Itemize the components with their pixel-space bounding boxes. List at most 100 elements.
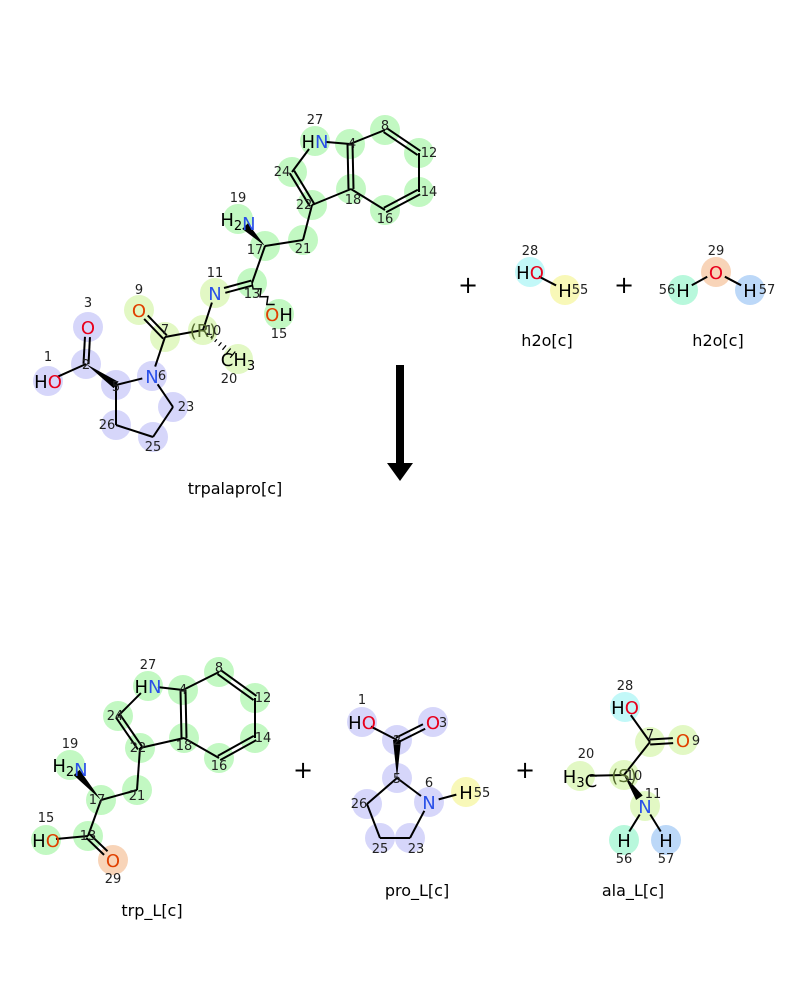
bond-ala-7-9-2 xyxy=(649,737,673,741)
atom-index-trp-19: 19 xyxy=(62,737,79,752)
atom-label-ala-10: (S) xyxy=(611,766,636,787)
bond-trpalapro-4-8 xyxy=(349,129,386,145)
atom-index-trpalapro-8: 8 xyxy=(381,119,389,134)
atom-index-pro-25: 25 xyxy=(372,842,389,857)
bond-trpalapro-16-18 xyxy=(350,188,386,211)
atom-label-h2o_b-29: O xyxy=(709,263,723,284)
bond-trpalapro-10-20 xyxy=(206,332,236,359)
molecule-name-pro: pro_L[c] xyxy=(385,881,449,901)
atom-index-trp-18: 18 xyxy=(176,739,193,754)
atom-index-trpalapro-23: 23 xyxy=(178,400,195,415)
atom-label-trpalapro-3: O xyxy=(81,318,95,339)
bond-trp-16-18 xyxy=(183,737,220,759)
bond-trpalapro-7-10 xyxy=(164,329,204,338)
atom-index-ala-56: 56 xyxy=(616,852,633,867)
atom-index-trpalapro-20: 20 xyxy=(221,372,238,387)
atom-index-trpalapro-9: 9 xyxy=(135,283,143,298)
atom-index-trpalapro-11: 11 xyxy=(207,266,224,281)
molecule-name-h2o-1: h2o[c] xyxy=(521,331,572,350)
plus-sign: + xyxy=(515,756,535,784)
bond-trpalapro-18-22 xyxy=(311,188,352,206)
atom-index-h2o_a-55: 55 xyxy=(572,283,589,298)
atom-index-trp-17: 17 xyxy=(89,793,106,808)
atom-highlight-trpalapro-20 xyxy=(223,344,253,374)
bond-ala-11-56 xyxy=(628,813,641,833)
atom-label-trpalapro-20: CH3 xyxy=(221,350,255,374)
bond-trpalapro-14-16-2 xyxy=(385,193,421,214)
bond-trpalapro-25-26 xyxy=(115,424,154,438)
atom-index-ala-7: 7 xyxy=(646,728,654,743)
bond-pro-2-3 xyxy=(397,727,426,744)
atom-highlight-h2o_a-28 xyxy=(515,257,545,287)
hash-mark xyxy=(221,345,227,351)
hash-mark xyxy=(225,348,232,355)
atom-index-ala-57: 57 xyxy=(658,852,675,867)
bond-trp-13-29 xyxy=(85,837,105,856)
bond-trp-14-16 xyxy=(217,734,255,757)
bond-trpalapro-6-23 xyxy=(156,383,174,408)
atom-index-trpalapro-3: 3 xyxy=(84,296,92,311)
bond-trpalapro-27-4 xyxy=(324,140,351,145)
bond-h2o_a-28-55 xyxy=(538,275,557,287)
atom-index-pro-3: 3 xyxy=(439,716,447,731)
atom-highlight-pro-55 xyxy=(451,777,481,807)
atom-index-trpalapro-24: 24 xyxy=(274,165,291,180)
atom-index-trp-13: 13 xyxy=(80,829,97,844)
atom-label-pro-3: O xyxy=(426,713,440,734)
atom-label-trp-19: H2N xyxy=(52,756,87,781)
atom-highlight-trpalapro-15 xyxy=(264,299,294,329)
reaction-arrow xyxy=(387,365,413,481)
atom-label-h2o_b-57: H xyxy=(743,281,757,302)
hash-mark xyxy=(214,338,218,343)
atom-index-trpalapro-6: 6 xyxy=(158,369,166,384)
arrow-head xyxy=(387,463,413,481)
atom-index-trpalapro-21: 21 xyxy=(295,242,312,257)
bond-h2o_b-29-57 xyxy=(724,275,742,287)
atom-label-h2o_b-56: H xyxy=(676,281,690,302)
bond-trp-27-4 xyxy=(157,686,184,691)
atom-highlight-ala-57 xyxy=(651,825,681,855)
bond-trpalapro-24-27 xyxy=(291,148,310,173)
bond-trpalapro-6-7 xyxy=(154,336,166,367)
atom-label-ala-20: H3C xyxy=(563,767,597,792)
atom-label-trp-15: HO xyxy=(32,831,60,852)
atom-label-ala-11: N xyxy=(638,797,651,818)
atom-label-ala-28: HO xyxy=(611,698,639,719)
bond-trpalapro-1-2 xyxy=(56,363,87,378)
atom-index-ala-9: 9 xyxy=(692,734,700,749)
atom-index-trp-4: 4 xyxy=(179,683,187,698)
atom-index-h2o_b-56: 56 xyxy=(659,283,676,298)
atom-index-trpalapro-14: 14 xyxy=(421,185,438,200)
atom-highlight-trpalapro-3 xyxy=(73,312,103,342)
atom-index-ala-28: 28 xyxy=(617,679,634,694)
bond-ala-10-20 xyxy=(589,774,625,777)
bond-pro-2-3-2 xyxy=(395,723,424,739)
plus-sign: + xyxy=(293,756,313,784)
hash-mark xyxy=(210,335,213,339)
bond-trp-22-21 xyxy=(136,747,141,791)
atom-index-pro-23: 23 xyxy=(408,842,425,857)
bond-trpalapro-4-18-2 xyxy=(351,143,355,189)
bond-trpalapro-13-17 xyxy=(251,245,266,284)
bond-trpalapro-22-24 xyxy=(293,170,315,205)
hash-mark xyxy=(229,351,236,359)
atom-label-trp-27: HN xyxy=(134,677,161,698)
bond-trpalapro-13-15 xyxy=(251,282,275,306)
bond-trpalapro-2-3 xyxy=(87,337,91,365)
atom-highlight-trpalapro-6 xyxy=(137,361,167,391)
atom-label-trpalapro-6: N xyxy=(145,367,158,388)
atom-index-trpalapro-27: 27 xyxy=(307,113,324,128)
atom-index-trpalapro-25: 25 xyxy=(145,440,162,455)
atom-label-trpalapro-27: HN xyxy=(301,132,328,153)
atom-index-pro-2: 2 xyxy=(393,734,401,749)
atom-highlight-trpalapro-27 xyxy=(300,126,330,156)
bond-trpalapro-2-3-2 xyxy=(82,336,86,364)
atom-highlight-trp-29 xyxy=(98,845,128,875)
atom-index-trp-21: 21 xyxy=(129,789,146,804)
atom-index-h2o_b-57: 57 xyxy=(759,283,776,298)
atom-highlight-trpalapro-9 xyxy=(124,295,154,325)
atom-index-h2o_a-28: 28 xyxy=(522,244,539,259)
bond-pro-1-2 xyxy=(370,725,398,741)
